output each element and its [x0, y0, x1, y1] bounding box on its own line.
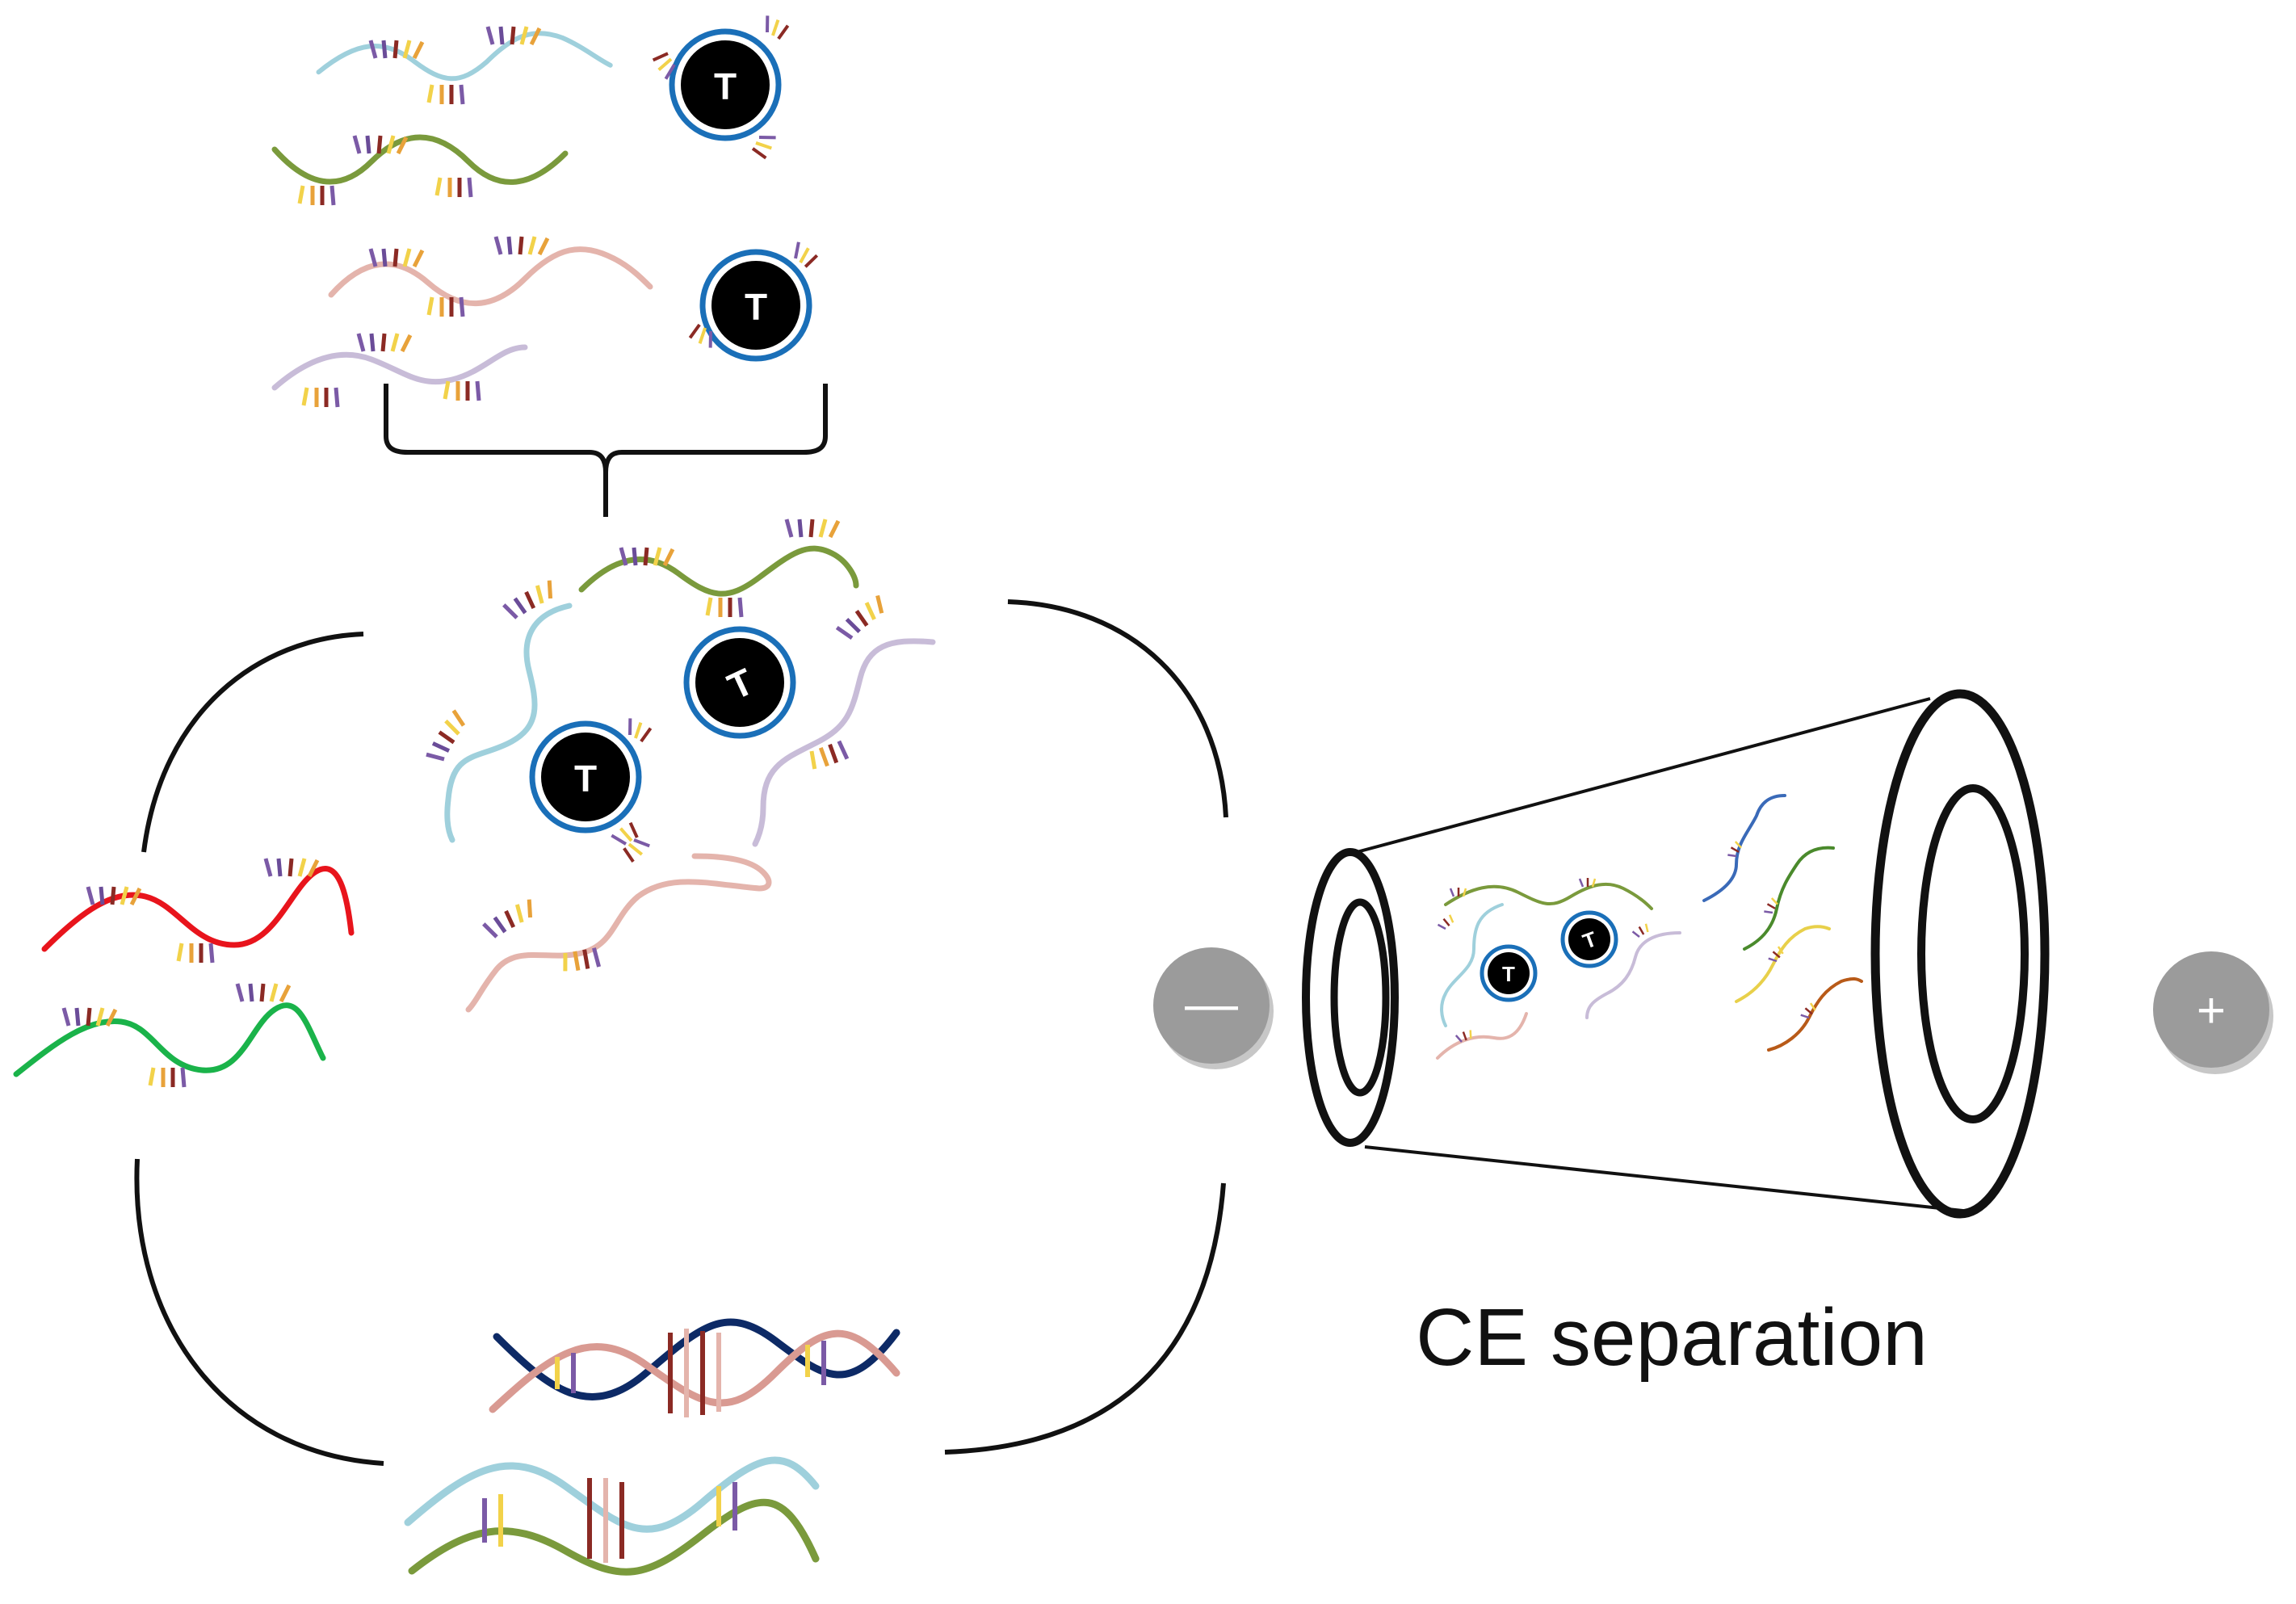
binding-complex: T T [426, 519, 936, 1013]
target-label: T [714, 65, 737, 107]
library-strand-olive [271, 136, 569, 205]
target-label: T [574, 758, 597, 800]
target-top-2: T [688, 239, 819, 362]
unbound-strand-red [41, 859, 355, 963]
double-helix-1 [489, 1318, 900, 1417]
capillary [1302, 689, 2050, 1219]
combine-brace [384, 384, 828, 517]
unbound-strand-green [13, 984, 326, 1087]
selection-cycle-arcs [134, 599, 1228, 1466]
target-top-1: T [651, 12, 790, 160]
library-strand-lavender [271, 334, 528, 407]
negative-symbol: — [1185, 973, 1238, 1033]
library-strand-cyan [316, 27, 613, 104]
positive-symbol: + [2197, 983, 2226, 1039]
double-helix-2 [404, 1456, 820, 1576]
negative-electrode: — [1153, 947, 1274, 1069]
ce-separation-caption: CE separation [1416, 1292, 1928, 1383]
positive-electrode: + [2153, 951, 2273, 1074]
target-label: T [745, 286, 767, 328]
capillary-contents: T T [1436, 794, 1863, 1060]
target-label: T [1502, 962, 1515, 986]
library-strand-pink [328, 237, 653, 317]
